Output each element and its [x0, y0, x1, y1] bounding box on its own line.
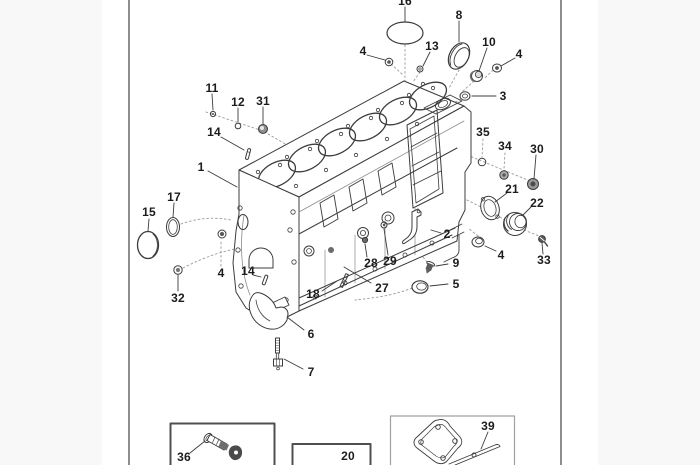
part-drawings [136, 21, 549, 465]
part-14-pin-lower [261, 274, 269, 286]
part-15-plug [136, 230, 160, 260]
callout-33: 33 [537, 253, 551, 267]
part-9-plug [425, 261, 436, 274]
callout-29: 29 [383, 254, 397, 268]
callout-4: 4 [359, 44, 367, 58]
callout-36: 36 [177, 450, 191, 464]
part-17-ring [166, 217, 180, 237]
callout-18: 18 [306, 287, 320, 301]
callout-5: 5 [452, 277, 460, 291]
callout-22: 22 [530, 196, 544, 210]
part-18-stud [339, 273, 349, 288]
callout-6: 6 [307, 327, 315, 341]
callout-14: 14 [241, 264, 255, 278]
callout-11: 11 [205, 81, 219, 95]
callout-8: 8 [455, 8, 463, 22]
part-21-flange [480, 195, 500, 221]
callout-32: 32 [171, 291, 185, 305]
part-13 [416, 65, 424, 73]
callout-17: 17 [167, 190, 181, 204]
callout-21: 21 [505, 182, 519, 196]
cylinder-block-drawing [232, 80, 472, 320]
part-32 [173, 265, 183, 275]
callout-7: 7 [307, 365, 315, 379]
callout-13: 13 [425, 39, 439, 53]
part-6-bearing-cap [248, 292, 290, 330]
part-8-cup [447, 42, 471, 70]
callout-35: 35 [476, 125, 490, 139]
part-33-screw [538, 235, 549, 247]
page-rule-right [560, 0, 562, 465]
part-22-cap [503, 212, 527, 236]
callout-4: 4 [497, 248, 505, 262]
callout-39: 39 [481, 419, 495, 433]
part-3 [459, 91, 471, 101]
part-10-plug [469, 70, 483, 83]
part-36-nozzle [203, 432, 243, 461]
part-14-pin-upper [245, 148, 252, 160]
callout-9: 9 [452, 256, 460, 270]
callout-4: 4 [217, 266, 225, 280]
callout-31: 31 [256, 94, 270, 108]
callout-1: 1 [197, 160, 205, 174]
part-29 [380, 221, 388, 229]
part-5-cup-plug [411, 280, 429, 294]
leader-lines [147, 6, 544, 454]
part-7-bolt [273, 337, 283, 371]
inset-boxes [169, 415, 516, 465]
callout-3: 3 [499, 89, 507, 103]
page-rule-left [128, 0, 130, 465]
callout-16: 16 [398, 0, 412, 8]
callout-2: 2 [443, 227, 451, 241]
callout-30: 30 [530, 142, 544, 156]
inset-box-20 [291, 443, 372, 465]
part-28 [361, 236, 369, 244]
callout-15: 15 [142, 205, 156, 219]
part-12 [234, 122, 242, 130]
callout-14: 14 [207, 125, 221, 139]
callout-12: 12 [231, 95, 245, 109]
part-4-plugs [217, 57, 502, 248]
part-2-bracket [402, 208, 422, 245]
callout-27: 27 [375, 281, 389, 295]
callout-28: 28 [364, 256, 378, 270]
part-35 [477, 157, 487, 167]
callout-34: 34 [498, 139, 512, 153]
callout-10: 10 [482, 35, 496, 49]
callout-4: 4 [515, 47, 523, 61]
part-11 [209, 110, 217, 118]
part-39-gasket [413, 419, 501, 465]
callout-20: 20 [341, 449, 355, 463]
